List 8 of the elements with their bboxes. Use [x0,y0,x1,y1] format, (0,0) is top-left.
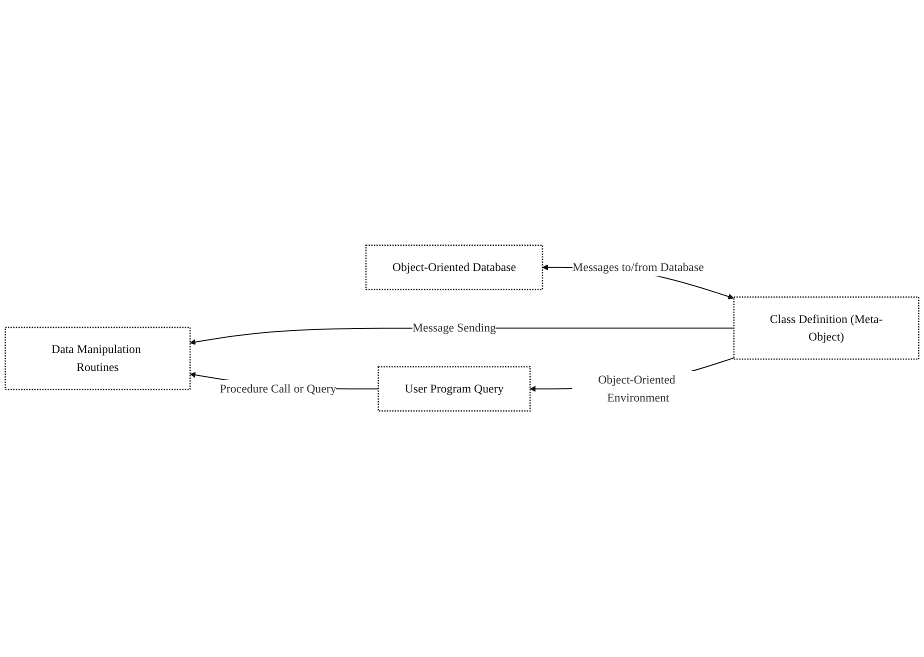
edge-label: Object-Oriented Environment [598,373,676,404]
node-box: User Program Query [378,366,531,412]
edge-label: Procedure Call or Query [220,382,336,396]
node-box: Class Definition (Meta-Object) [733,296,920,360]
edge-label: Messages to/from Database [572,260,704,274]
edge-label: Message Sending [412,322,496,335]
node-box: Data Manipulation Routines [4,327,191,391]
node-box: Object-Oriented Database [365,245,544,291]
